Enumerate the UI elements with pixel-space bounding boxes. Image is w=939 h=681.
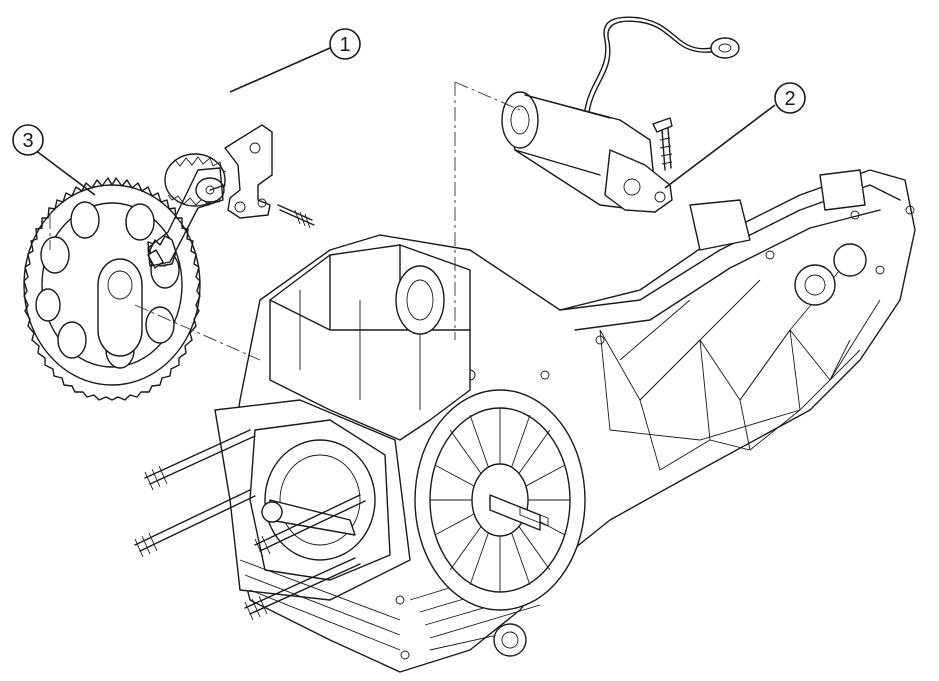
callout-2: 2 (664, 82, 806, 189)
starter-motor-part-2 (501, 16, 740, 213)
cylinder-stud-bolts (134, 429, 366, 621)
starter-gear-part-1 (147, 153, 227, 269)
callout-2-label: 2 (784, 88, 795, 110)
callout-1-label: 1 (339, 34, 350, 56)
mounting-bracket (224, 124, 315, 229)
callout-3: 3 (12, 124, 96, 196)
sprocket-gear-part-3 (23, 177, 201, 401)
engine-crankcase (214, 169, 916, 673)
stator-housing (414, 389, 586, 611)
callout-3-label: 3 (22, 130, 33, 152)
assembly-guide-lines (49, 81, 521, 361)
callout-1: 1 (229, 28, 361, 93)
